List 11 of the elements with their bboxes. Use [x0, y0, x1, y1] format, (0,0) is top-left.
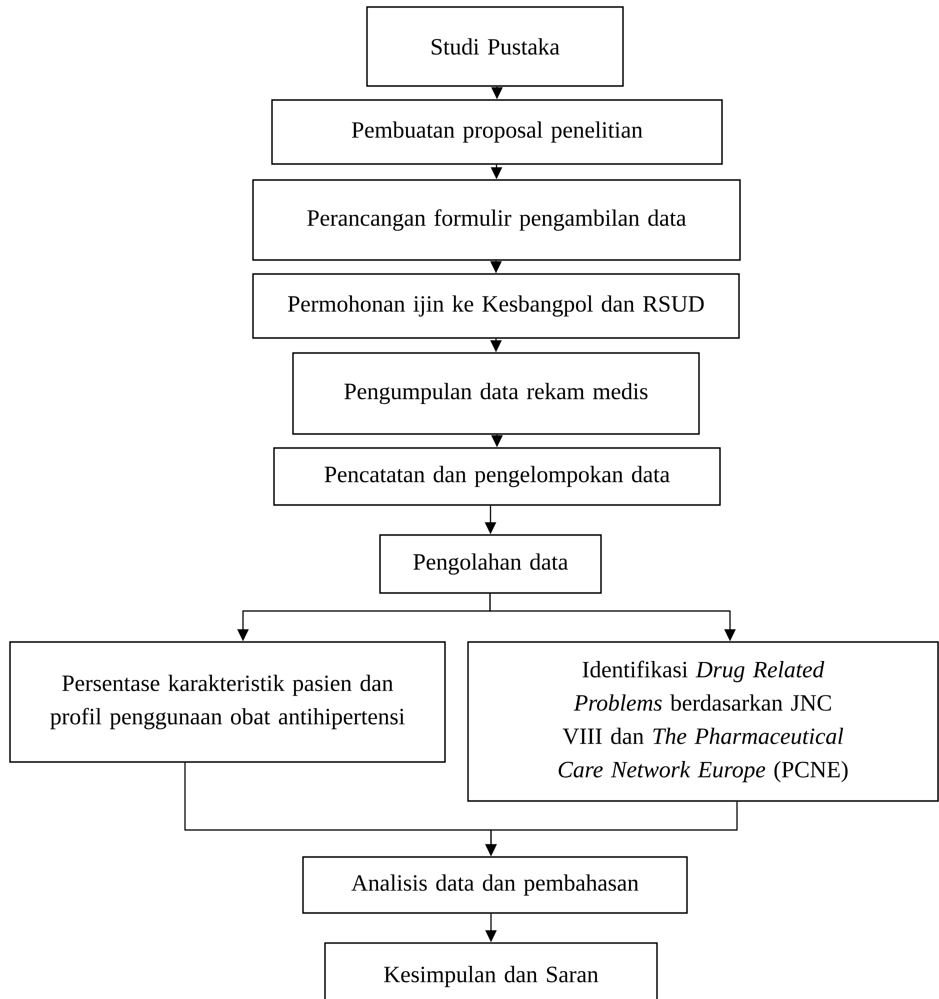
process-box: Identifikasi Drug Related Problems berdasarkan JNC VIII dan The Pharmaceutical Care Network Europe (PCNE): [467, 641, 939, 802]
process-box: Kesimpulan dan Saran: [324, 942, 658, 999]
process-box: Permohonan ijin ke Kesbangpol dan RSUD: [252, 273, 740, 339]
process-box: Studi Pustaka: [366, 6, 624, 87]
process-box: Persentase karakteristik pasien dan profil penggunaan obat antihipertensi: [9, 641, 446, 763]
process-box: Pengolahan data: [379, 534, 602, 594]
process-box: Perancangan formulir pengambilan data: [252, 179, 741, 261]
process-box: Analisis data dan pembahasan: [302, 856, 688, 914]
process-box: Pembuatan proposal penelitian: [271, 99, 723, 165]
process-box: Pencatatan dan pengelompokan data: [273, 447, 721, 506]
process-box: Pengumpulan data rekam medis: [292, 352, 700, 435]
